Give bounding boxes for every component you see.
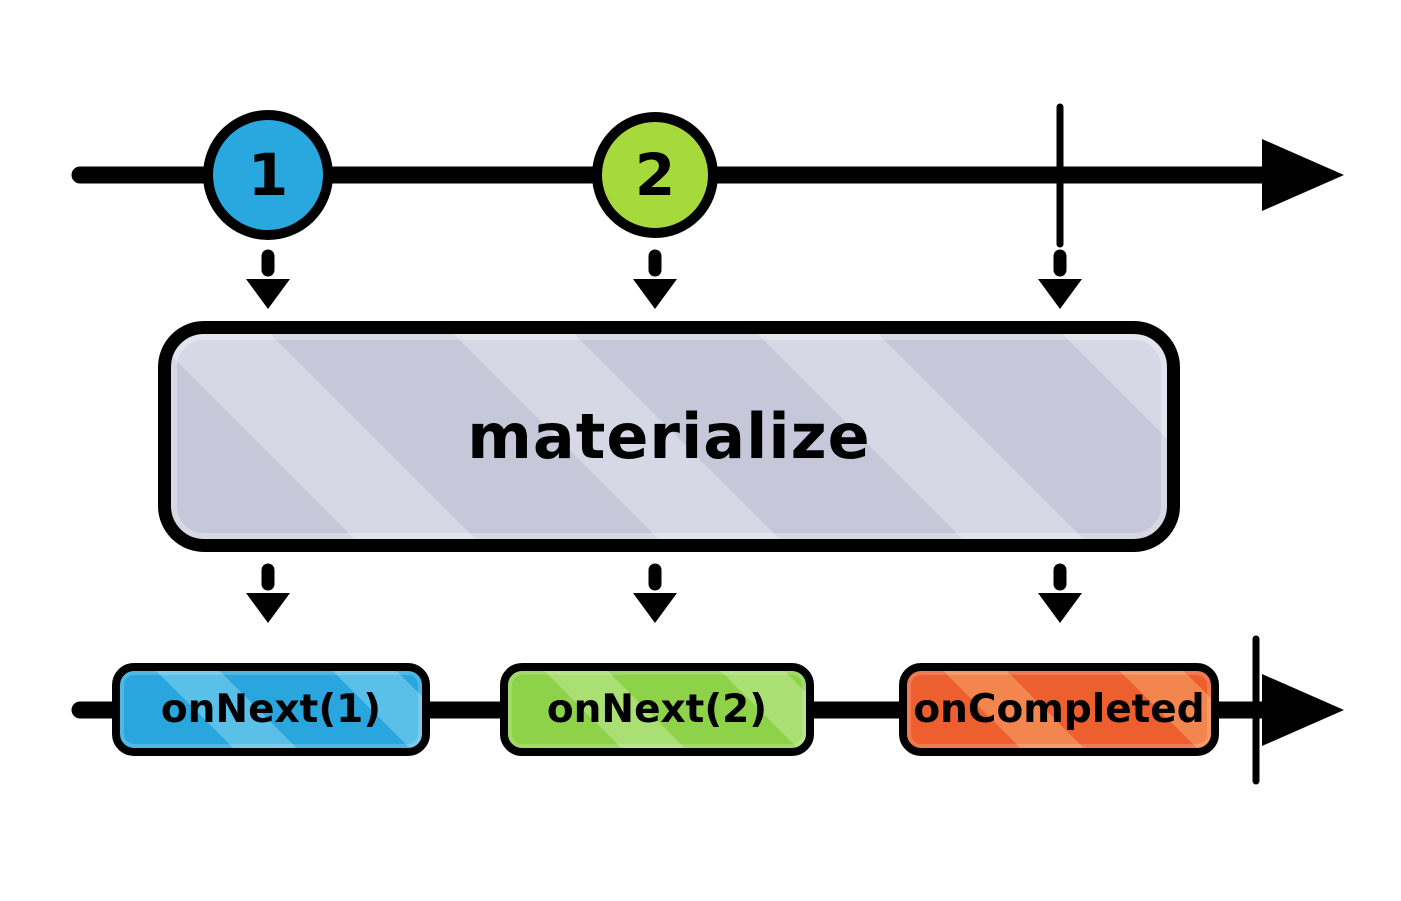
event-onnext-2: onNext(2) [500, 663, 814, 756]
output-timeline-arrowhead-icon [1262, 674, 1344, 746]
input-emission-arrows [246, 249, 1082, 309]
down-arrow-output-complete-icon [1038, 563, 1082, 623]
down-arrow-output-1-icon [246, 563, 290, 623]
marble-2-label: 2 [634, 141, 676, 209]
event-oncompleted-label: onCompleted [913, 687, 1205, 732]
marble-1: 1 [203, 110, 333, 240]
input-timeline-arrowhead-icon [1262, 139, 1344, 211]
event-onnext-2-label: onNext(2) [546, 687, 768, 732]
down-arrow-input-2-icon [633, 249, 677, 309]
operator-label: materialize [467, 400, 871, 473]
event-oncompleted: onCompleted [899, 663, 1219, 756]
down-arrow-output-2-icon [633, 563, 677, 623]
down-arrow-input-complete-icon [1038, 249, 1082, 309]
marble-1-label: 1 [247, 141, 289, 209]
marble-2: 2 [592, 112, 718, 238]
event-onnext-1: onNext(1) [112, 663, 430, 756]
operator-box: materialize [158, 321, 1180, 552]
output-emission-arrows [246, 563, 1082, 623]
event-onnext-1-label: onNext(1) [160, 687, 382, 732]
down-arrow-input-1-icon [246, 249, 290, 309]
